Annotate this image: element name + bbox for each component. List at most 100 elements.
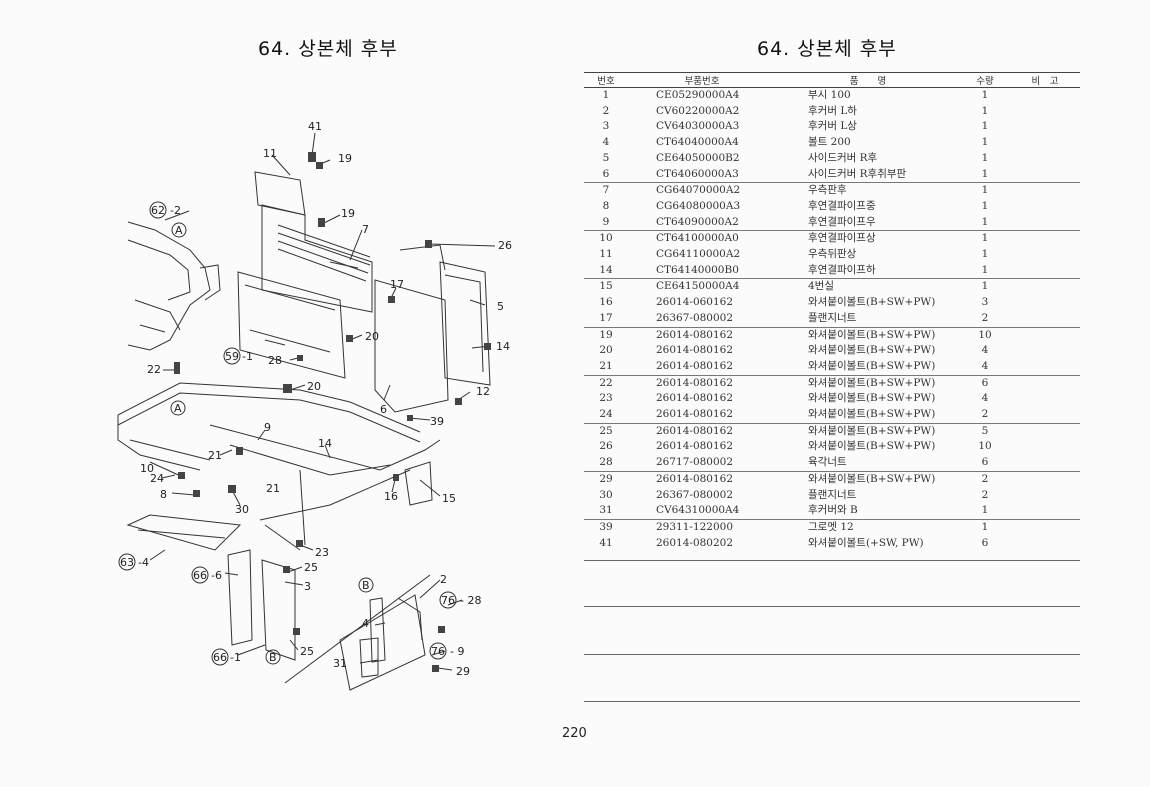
cell-part-no: 26014-080162 [628, 422, 776, 440]
cell-part-no: 26014-080162 [656, 440, 734, 453]
cell-part-no: CT64140000B0 [656, 263, 739, 276]
cell-qty: 1 [981, 263, 989, 276]
cell-part-no: 29311-122000 [628, 518, 776, 536]
cell-no: 21 [599, 359, 613, 372]
cell-no: 19 [584, 326, 628, 344]
cell-no: 15 [584, 278, 628, 296]
cell-name: 볼트 200 [808, 136, 851, 149]
cell-part-no: CV64030000A3 [656, 120, 740, 133]
cell-qty: 4 [981, 392, 989, 405]
callout-59: 59 [225, 350, 239, 363]
cell-name: 후커버 L상 [808, 120, 857, 133]
header-remarks: 비 고 [1010, 72, 1080, 88]
cell-no: 41 [599, 536, 613, 549]
callout-66b: 66 [213, 651, 227, 664]
cell-qty: 2 [981, 311, 989, 324]
cell-part-no: CT64040000A4 [656, 136, 739, 149]
callout-41: 41 [308, 120, 322, 133]
cell-no: 3 [602, 120, 610, 133]
callout-19b: 19 [341, 207, 355, 220]
cell-qty: 1 [960, 230, 1010, 248]
cell-part-no: 26367-080002 [656, 488, 734, 501]
callout-7: 7 [362, 223, 369, 236]
cell-remarks [1010, 151, 1080, 167]
callout-12: 12 [476, 385, 490, 398]
cell-no: 16 [599, 296, 613, 309]
cell-qty: 1 [981, 89, 989, 101]
cell-part-no: CT64100000A0 [628, 230, 776, 248]
cell-remarks [1010, 422, 1080, 440]
callout-15: 15 [442, 492, 456, 505]
cell-remarks [1010, 278, 1080, 296]
blank-rule [584, 654, 1080, 655]
callout-28: 28 [268, 354, 282, 367]
cell-qty: 1 [960, 278, 1010, 296]
callout-39: 39 [430, 415, 444, 428]
callout-26: 26 [498, 239, 512, 252]
blank-rule [584, 701, 1080, 702]
table-row: 4 CT64040000A4 볼트 200 1 [584, 135, 1080, 151]
cell-qty: 1 [981, 136, 989, 149]
cell-qty: 1 [981, 151, 989, 164]
cell-name: 후연결파이프중 [808, 199, 876, 212]
callout-3: 3 [304, 580, 311, 593]
cell-no: 11 [599, 248, 613, 261]
cell-remarks [1010, 88, 1080, 104]
callout-20b: 20 [307, 380, 321, 393]
cell-part-no: 26014-080162 [656, 392, 734, 405]
cell-no: 25 [584, 422, 628, 440]
cell-no: 26 [599, 440, 613, 453]
cell-name: 와셔붙이볼트(B+SW+PW) [808, 359, 936, 372]
callout-76b-sub: - 9 [450, 645, 464, 658]
cell-no: 4 [602, 136, 610, 149]
cell-remarks [1010, 343, 1080, 359]
callout-17: 17 [390, 278, 404, 291]
cell-qty: 1 [981, 167, 989, 180]
cell-remarks [1010, 503, 1080, 519]
cell-remarks [1010, 391, 1080, 407]
cell-remarks [1010, 326, 1080, 344]
callout-16: 16 [384, 490, 398, 503]
cell-no: 29 [584, 470, 628, 488]
callout-63: 63 [120, 556, 134, 569]
cell-no: 39 [584, 518, 628, 536]
cell-qty: 6 [981, 536, 989, 549]
callout-76b: 76 [431, 645, 445, 658]
callout-21a: 21 [208, 449, 222, 462]
cell-remarks [1010, 215, 1080, 231]
cell-no: 30 [599, 488, 613, 501]
cell-part-no: 26014-080162 [628, 326, 776, 344]
cell-part-no: 26014-080162 [628, 374, 776, 392]
cell-part-no: 26014-080162 [628, 470, 776, 488]
cell-name: 육각너트 [808, 456, 847, 469]
cell-part-no: CG64110000A2 [656, 248, 741, 261]
callout-5: 5 [497, 300, 504, 313]
callout-20a: 20 [365, 330, 379, 343]
cell-remarks [1010, 439, 1080, 455]
cell-part-no: 26014-080162 [656, 359, 734, 372]
cell-part-no: CE05290000A4 [656, 89, 740, 101]
cell-part-no: 26014-080162 [656, 344, 734, 357]
exploded-parts-diagram: 41 11 19 19 7 26 62 -2 A 5 17 20 14 59 -… [117, 120, 512, 691]
cell-qty: 1 [981, 199, 989, 212]
cell-name: 후커버 L하 [808, 104, 857, 117]
cell-qty: 1 [981, 504, 989, 517]
cell-name: 우측뒤판상 [808, 248, 857, 261]
callout-30: 30 [235, 503, 249, 516]
cell-no: 1 [602, 89, 610, 101]
